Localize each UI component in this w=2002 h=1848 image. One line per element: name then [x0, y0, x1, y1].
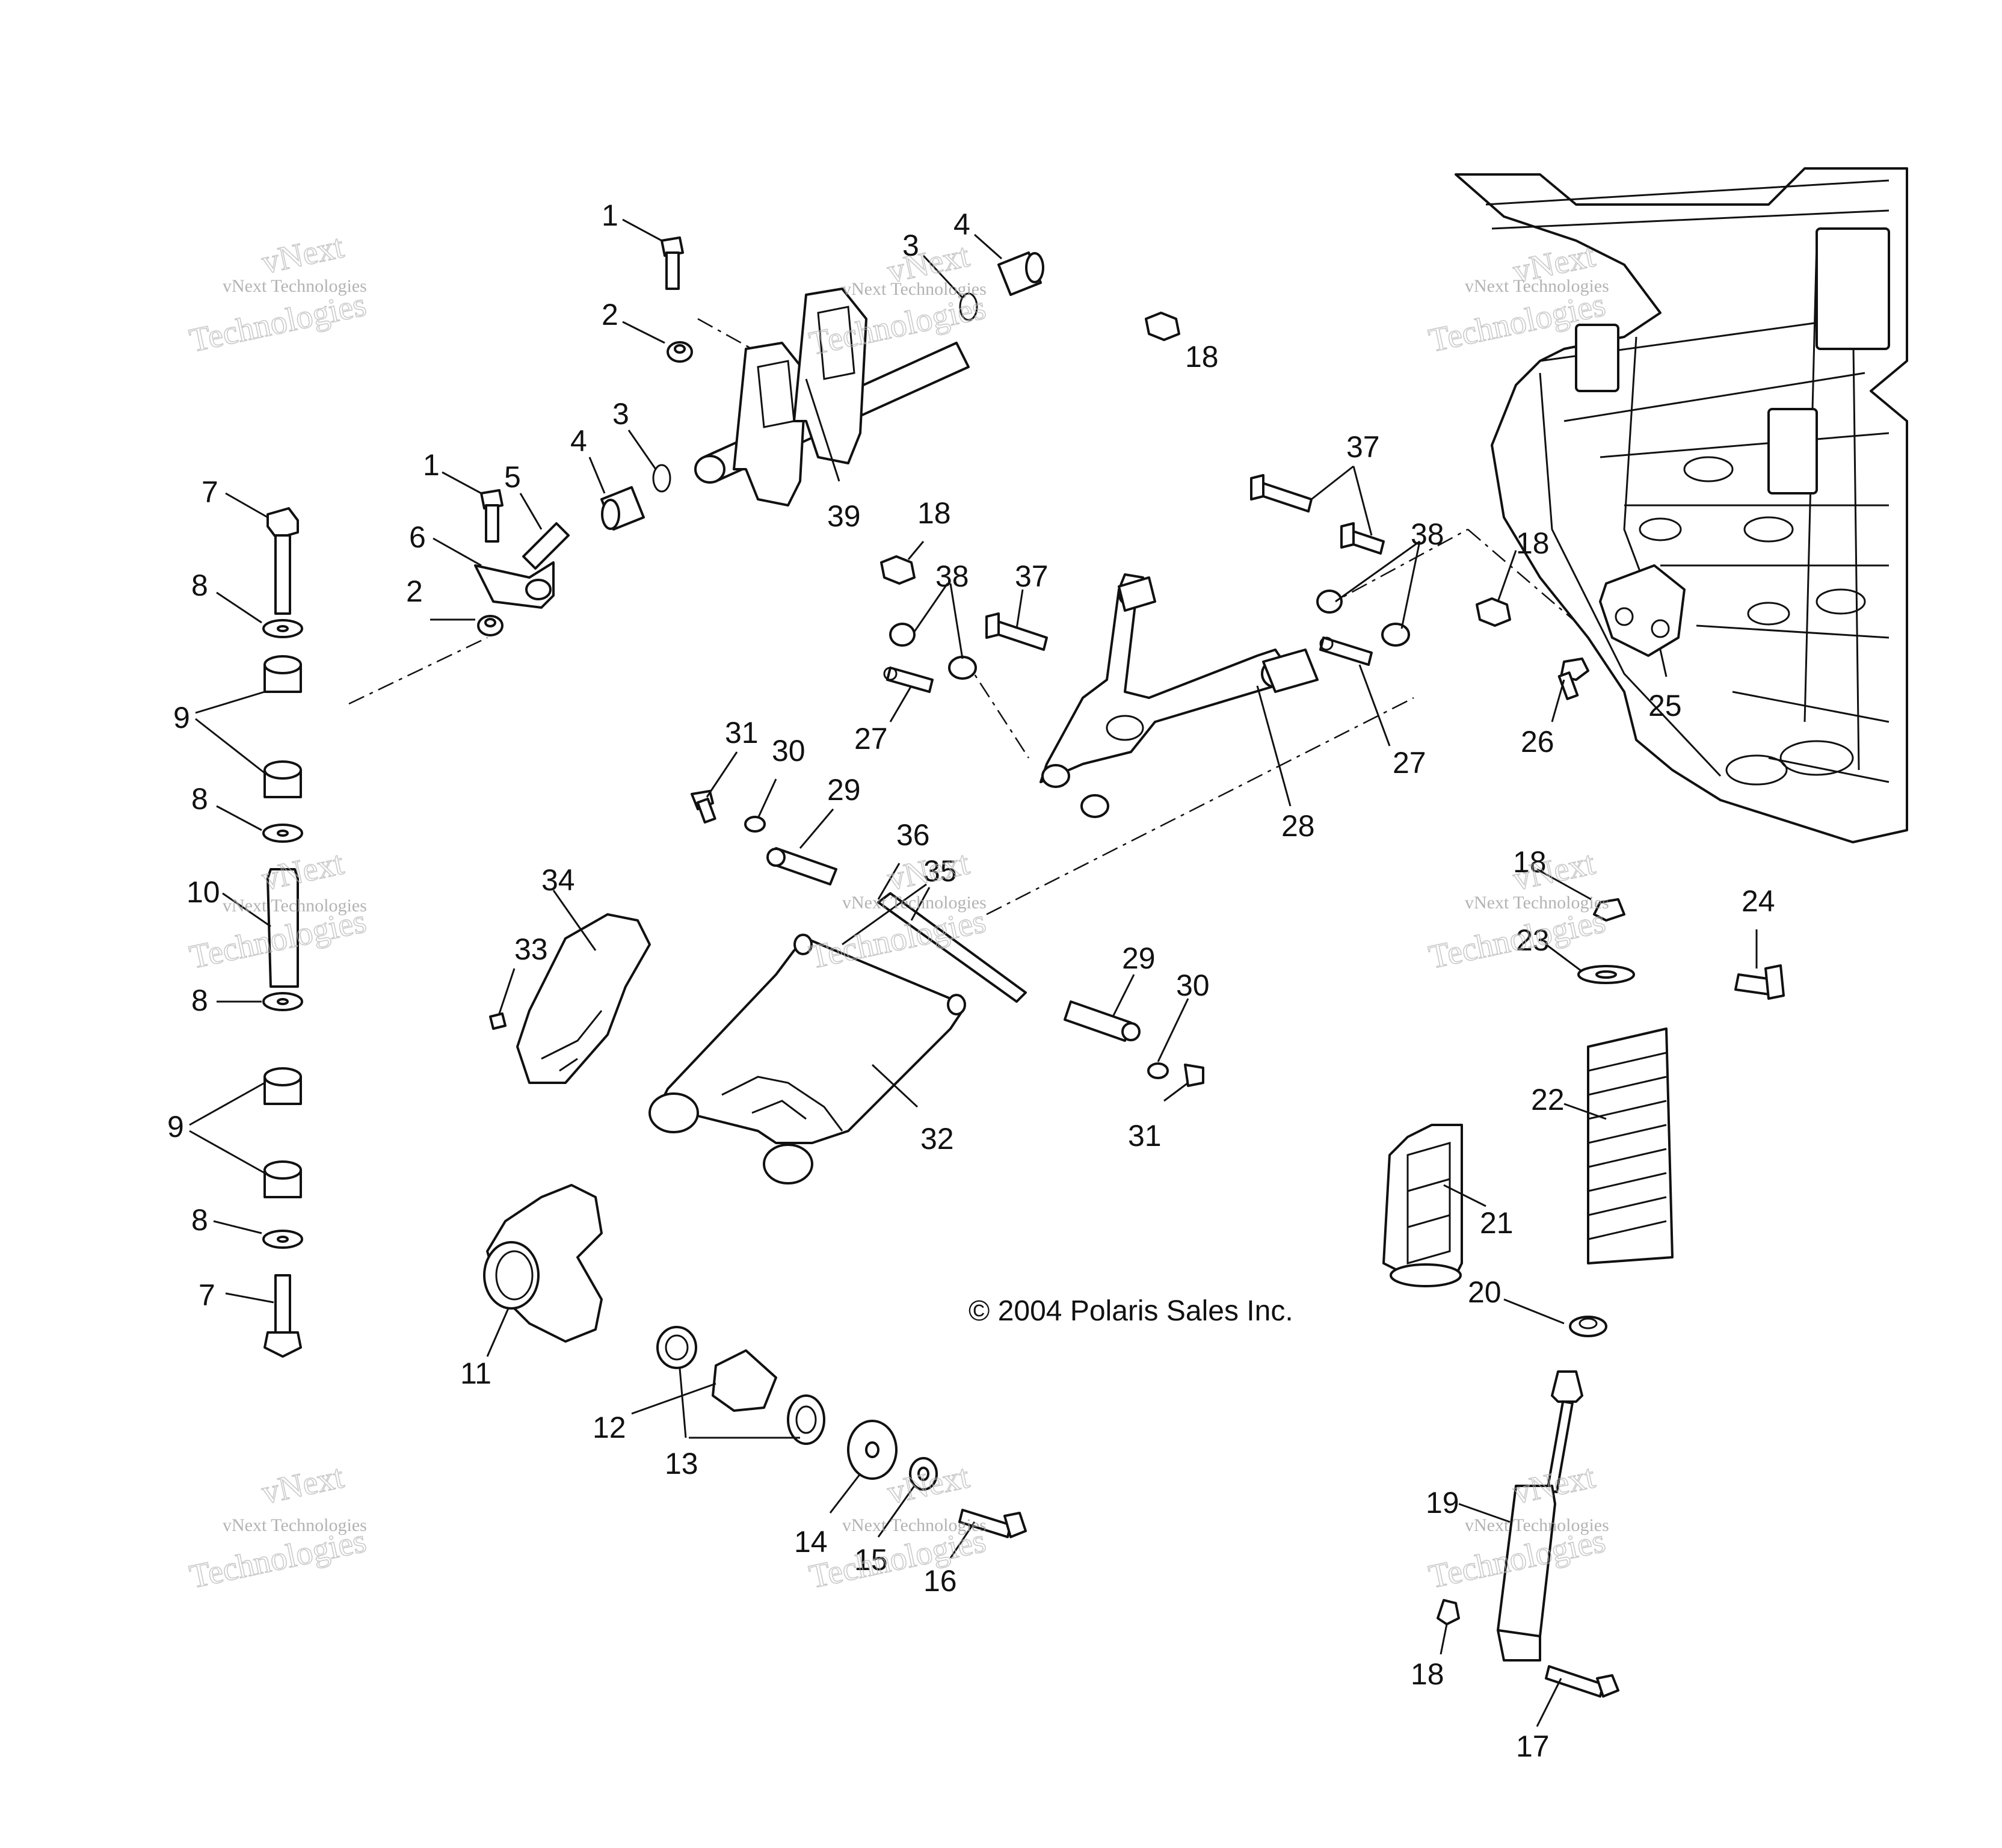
callout-labels: 1 2 3 4 1 5 4 3 2 6 7 8 9 8 10 8 9 8 7 3… [167, 199, 1775, 1763]
callout-label: 6 [409, 520, 426, 554]
callout-label: 20 [1468, 1275, 1502, 1309]
callout-label: 37 [1346, 430, 1380, 464]
watermark-text: vNext Technologies [842, 893, 987, 913]
callout-label: 17 [1516, 1729, 1550, 1763]
upper-a-arm-assembly [880, 312, 1511, 818]
callout-label: 18 [1411, 1657, 1444, 1691]
watermark-vnext: vNext [884, 845, 973, 898]
frame-assembly [1455, 167, 1908, 843]
callout-label: 29 [827, 773, 861, 807]
callout-label: 24 [1742, 884, 1775, 918]
callout-label: 16 [923, 1564, 957, 1598]
callout-label: 33 [514, 932, 548, 966]
callout-label: 1 [423, 448, 440, 482]
watermark-vnext: vNext [1510, 1458, 1598, 1512]
leader-lines [189, 218, 1758, 1727]
copyright-text: © 2004 Polaris Sales Inc. [969, 1295, 1293, 1327]
callout-label: 34 [541, 863, 575, 897]
callout-label: 31 [1128, 1119, 1162, 1153]
callout-label: 31 [725, 716, 759, 750]
watermark-vnext: vNext [259, 845, 347, 898]
callout-label: 3 [902, 229, 919, 262]
callout-label: 14 [794, 1525, 828, 1559]
callout-label: 36 [896, 818, 930, 852]
watermark-technologies: Technologies [1426, 902, 1609, 976]
knuckle-and-hub [483, 1184, 1027, 1538]
watermark-text: vNext Technologies [1465, 276, 1609, 296]
alignment-lines [348, 318, 1595, 916]
watermark-text: vNext Technologies [842, 1515, 987, 1535]
watermark-vnext: vNext [259, 228, 347, 282]
callout-label: 30 [772, 734, 805, 768]
callout-label: 39 [827, 499, 861, 533]
callout-label: 12 [593, 1411, 626, 1444]
callout-label: 26 [1521, 725, 1554, 759]
callout-label: 4 [953, 208, 970, 241]
callout-label: 2 [602, 298, 618, 331]
stabilizer-link-stack [262, 507, 303, 1358]
callout-label: 8 [191, 984, 208, 1017]
watermark: vNext vNext Technologies Technologies vN… [186, 227, 1609, 1597]
stabilizer-bar-assembly [694, 288, 970, 507]
callout-label: 21 [1480, 1206, 1514, 1240]
callout-label: 22 [1531, 1083, 1565, 1116]
callout-label: 1 [602, 199, 618, 232]
watermark-technologies: Technologies [186, 286, 369, 360]
callout-label: 19 [1426, 1486, 1459, 1520]
callout-label: 27 [1393, 746, 1426, 780]
callout-label: 4 [570, 424, 587, 458]
watermark-text: vNext Technologies [223, 1515, 367, 1535]
lower-a-arm-assembly [489, 790, 1204, 1184]
callout-label: 18 [1516, 526, 1550, 560]
callout-label: 25 [1648, 689, 1682, 722]
callout-label: 38 [935, 559, 969, 593]
callout-label: 29 [1122, 941, 1156, 975]
callout-label: 37 [1015, 559, 1049, 593]
callout-label: 11 [460, 1357, 491, 1390]
callout-label: 5 [504, 460, 521, 494]
watermark-text: vNext Technologies [842, 279, 987, 299]
watermark-text: vNext Technologies [223, 276, 367, 296]
callout-label: 28 [1281, 809, 1315, 843]
callout-label: 10 [186, 875, 220, 909]
frame-bracket [1557, 564, 1686, 700]
watermark-vnext: vNext [884, 1458, 973, 1512]
callout-label: 13 [665, 1447, 698, 1480]
callout-label: 7 [202, 475, 218, 509]
callout-label: 9 [173, 701, 190, 735]
watermark-text: vNext Technologies [1465, 1515, 1609, 1535]
callout-label: 2 [406, 574, 423, 608]
callout-label: 3 [612, 397, 629, 431]
watermark-vnext: vNext [259, 1458, 347, 1512]
callout-label: 30 [1176, 969, 1210, 1002]
callout-label: 27 [854, 722, 888, 756]
shock-assembly [1382, 898, 1785, 1698]
watermark-text: vNext Technologies [1465, 893, 1609, 913]
callout-label: 32 [920, 1122, 954, 1156]
callout-label: 8 [191, 1203, 208, 1237]
callout-label: 35 [923, 854, 957, 888]
callout-label: 38 [1411, 517, 1444, 551]
callout-label: 9 [167, 1110, 184, 1144]
callout-label: 15 [854, 1543, 888, 1577]
callout-label: 18 [917, 496, 951, 530]
stabilizer-link-hardware [474, 236, 1044, 636]
callout-label: 18 [1513, 845, 1547, 879]
callout-label: 23 [1516, 923, 1550, 957]
callout-label: 18 [1185, 340, 1219, 374]
callout-label: 8 [191, 782, 208, 816]
watermark-text: vNext Technologies [223, 896, 367, 916]
callout-label: 7 [199, 1278, 215, 1312]
callout-label: 8 [191, 568, 208, 602]
